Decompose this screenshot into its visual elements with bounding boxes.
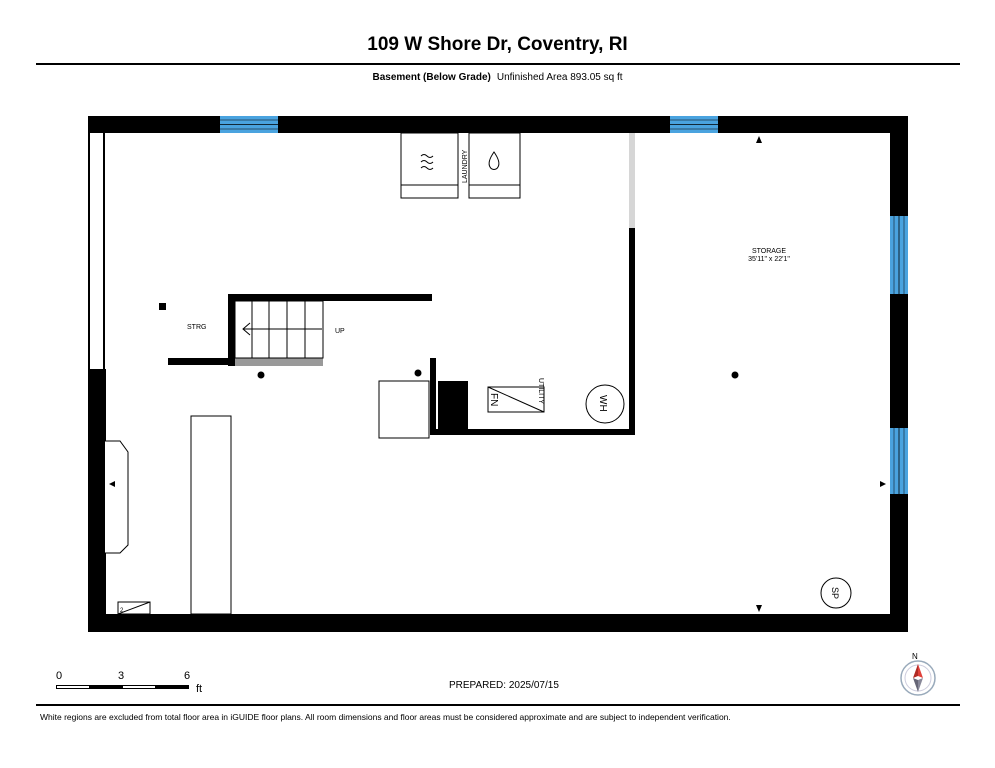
floor-drain-dot <box>414 369 422 377</box>
disclaimer-text: White regions are excluded from total fl… <box>40 712 731 722</box>
utility-label: UTILITY <box>537 378 544 404</box>
stair-bottom-wall <box>168 358 235 365</box>
storage-room-dims: 35'11" x 22'1" <box>748 256 790 263</box>
title-divider <box>36 63 960 65</box>
window-top-left <box>220 116 278 133</box>
partition-grey-segment <box>629 133 635 228</box>
stair-left-wall <box>228 294 235 366</box>
window-top-right <box>670 116 718 133</box>
partition-short-wall <box>430 358 436 435</box>
level-subtitle: Basement (Below Grade) Unfinished Area 89… <box>0 72 995 83</box>
stair-top-wall <box>228 294 432 301</box>
scale-unit: ft <box>196 683 203 695</box>
water-heater <box>585 384 625 424</box>
left-wall-bumpout <box>105 440 129 554</box>
arrow-marker-top <box>756 136 762 143</box>
footer-divider <box>36 704 960 706</box>
arrow-marker-bottom <box>756 605 762 612</box>
sump-pump-label: SP <box>830 587 840 599</box>
dryer-appliance <box>468 132 521 199</box>
compass-north-label: N <box>912 652 918 661</box>
exterior-wall-bottom <box>88 614 908 632</box>
furnace-label: FN <box>488 393 499 406</box>
sump-pump <box>820 577 852 609</box>
arrow-marker-right <box>880 481 886 487</box>
column-post <box>159 303 166 310</box>
exterior-wall-right <box>890 116 908 632</box>
scale-segment-3 <box>122 685 156 689</box>
small-fixture-label: 2 <box>120 608 124 614</box>
left-wall-stub <box>103 369 106 614</box>
scale-bar: 0 3 6 ft <box>56 670 216 700</box>
exterior-wall-top <box>88 116 908 133</box>
stair-direction-arrow <box>242 322 322 336</box>
arrow-marker-left <box>109 481 115 487</box>
furnace-unit <box>487 386 545 413</box>
water-heater-label: WH <box>597 395 608 412</box>
washer-appliance <box>400 132 459 199</box>
area-text: Unfinished Area 893.05 sq ft <box>496 72 623 83</box>
utility-chimney <box>438 381 468 431</box>
stair-landing <box>235 358 323 366</box>
page-title: 109 W Shore Dr, Coventry, RI <box>367 34 628 55</box>
utility-sink <box>378 380 430 439</box>
window-right-upper <box>890 216 908 294</box>
partition-vertical-wall <box>629 228 635 435</box>
small-fixture-box <box>117 601 151 615</box>
scale-tick-6: 6 <box>184 670 191 682</box>
long-counter <box>190 415 232 615</box>
partition-horizontal-wall <box>430 429 635 435</box>
scale-tick-0: 0 <box>56 670 63 682</box>
stair-up-label: UP <box>335 328 345 335</box>
floor-dot-storage <box>731 371 739 379</box>
strg-label: STRG <box>187 324 206 331</box>
scale-segment-4 <box>155 685 189 689</box>
prepared-date: PREPARED: 2025/07/15 <box>449 680 559 691</box>
left-wall-opening <box>90 133 103 369</box>
scale-segment-1 <box>56 685 90 689</box>
level-name: Basement (Below Grade) <box>372 72 491 83</box>
window-right-lower <box>890 428 908 494</box>
scale-tick-3: 3 <box>118 670 125 682</box>
compass-icon: N <box>900 652 936 696</box>
storage-room-name: STORAGE <box>752 248 786 255</box>
laundry-label: LAUNDRY <box>462 149 469 183</box>
scale-segment-2 <box>89 685 123 689</box>
floor-dot-center <box>257 371 265 379</box>
